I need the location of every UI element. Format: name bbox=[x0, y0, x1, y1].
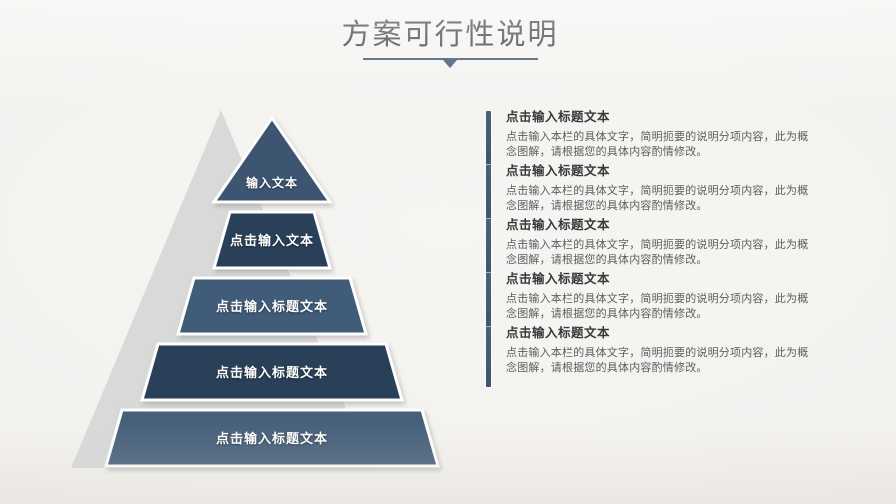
pyramid-tier-3 bbox=[176, 276, 368, 336]
description-item-5: 点击输入标题文本 点击输入本栏的具体文字，简明扼要的说明分项内容，此为概念图解，… bbox=[486, 324, 816, 387]
pyramid-tier-2 bbox=[212, 210, 332, 270]
accent-bar-icon bbox=[486, 326, 491, 387]
description-body: 点击输入本栏的具体文字，简明扼要的说明分项内容，此为概念图解，请根据您的具体内容… bbox=[506, 183, 809, 213]
accent-bar-icon bbox=[486, 111, 491, 171]
description-heading: 点击输入标题文本 bbox=[506, 324, 611, 340]
accent-bar-icon bbox=[486, 164, 491, 225]
description-item-3: 点击输入标题文本 点击输入本栏的具体文字，简明扼要的说明分项内容，此为概念图解，… bbox=[486, 216, 816, 279]
description-heading: 点击输入标题文本 bbox=[506, 109, 611, 124]
pyramid-tier-4 bbox=[140, 342, 404, 402]
pyramid-tier-1-shape bbox=[211, 115, 333, 204]
description-heading: 点击输入标题文本 bbox=[506, 162, 611, 178]
description-item-1: 点击输入标题文本 点击输入本栏的具体文字，简明扼要的说明分项内容，此为概念图解，… bbox=[486, 108, 816, 171]
chevron-down-icon bbox=[443, 60, 457, 69]
description-item-2: 点击输入标题文本 点击输入本栏的具体文字，简明扼要的说明分项内容，此为概念图解，… bbox=[486, 162, 816, 225]
slide-title-group: 方案可行性说明 bbox=[300, 17, 600, 69]
description-list: 点击输入标题文本 点击输入本栏的具体文字，简明扼要的说明分项内容，此为概念图解，… bbox=[486, 108, 816, 387]
description-body: 点击输入本栏的具体文字，简明扼要的说明分项内容，此为概念图解，请根据您的具体内容… bbox=[506, 291, 809, 321]
pyramid-diagram: 输入文本 点击输入文本 点击输入标题文本 点击输入标题文本 点击输入标题文本 bbox=[36, 104, 456, 474]
pyramid-tier-5 bbox=[104, 408, 440, 468]
description-item-4: 点击输入标题文本 点击输入本栏的具体文字，简明扼要的说明分项内容，此为概念图解，… bbox=[486, 270, 816, 333]
accent-bar-icon bbox=[486, 272, 491, 333]
description-body: 点击输入本栏的具体文字，简明扼要的说明分项内容，此为概念图解，请根据您的具体内容… bbox=[506, 345, 809, 375]
pyramid-svg bbox=[71, 110, 440, 468]
description-heading: 点击输入标题文本 bbox=[506, 216, 611, 232]
accent-bar-icon bbox=[486, 218, 491, 279]
description-heading: 点击输入标题文本 bbox=[506, 270, 611, 286]
description-body: 点击输入本栏的具体文字，简明扼要的说明分项内容，此为概念图解，请根据您的具体内容… bbox=[506, 237, 809, 267]
page-title: 方案可行性说明 bbox=[341, 17, 559, 51]
title-underline bbox=[362, 58, 538, 69]
description-body: 点击输入本栏的具体文字，简明扼要的说明分项内容，此为概念图解，请根据您的具体内容… bbox=[506, 129, 809, 159]
